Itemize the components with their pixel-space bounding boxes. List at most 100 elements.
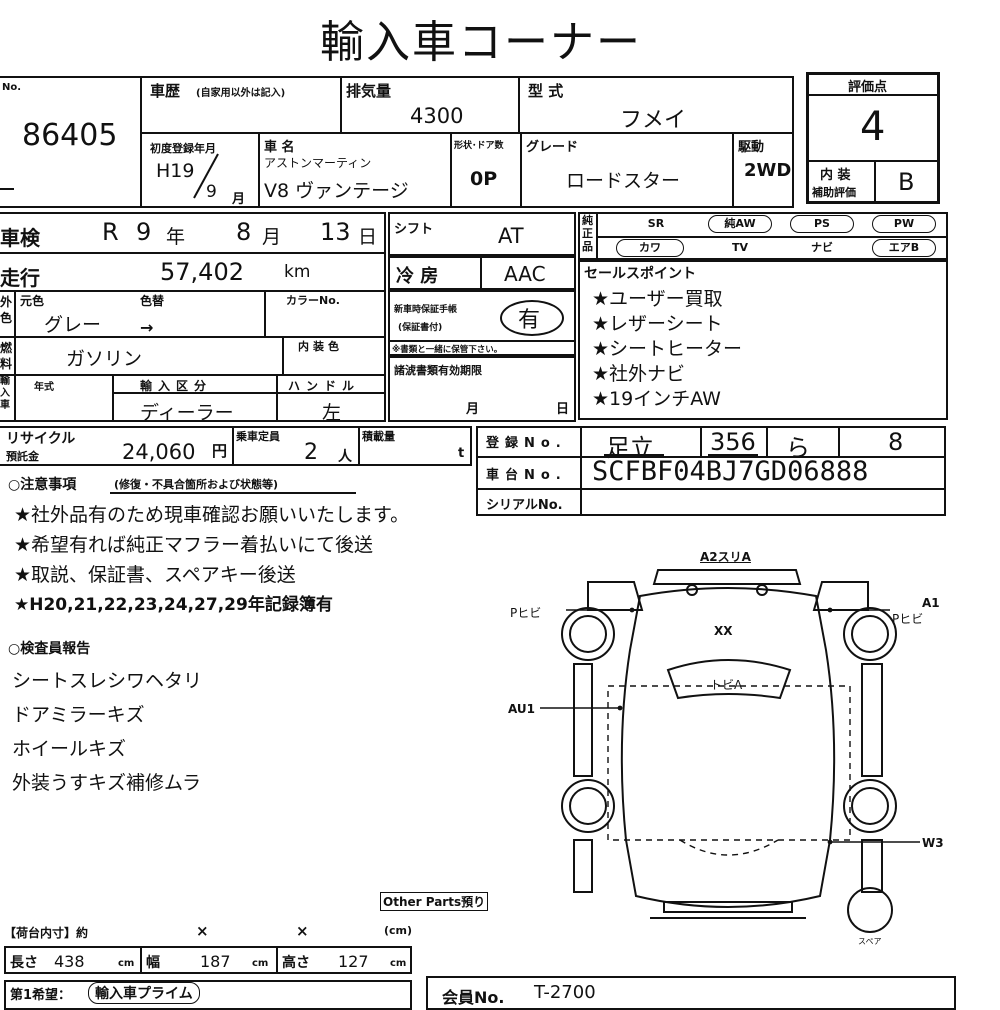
damage-label-a1: A1 bbox=[922, 596, 940, 610]
color-change-label: 色替 bbox=[140, 294, 165, 308]
import-side-label: 輸入車 bbox=[0, 376, 10, 411]
spare-label: スペア bbox=[858, 937, 882, 946]
registration-label: 登録No. bbox=[486, 436, 567, 451]
aircon-box bbox=[388, 256, 576, 290]
equipment-alloy-wheel: 純AW bbox=[708, 215, 772, 233]
equipment-sr: SR bbox=[647, 217, 665, 230]
cargo-unit: (cm) bbox=[384, 924, 413, 937]
inspector-item-3: ホイールキズ bbox=[12, 738, 127, 760]
length-value: 438 bbox=[54, 952, 85, 971]
selling-points-label: セールスポイント bbox=[584, 266, 696, 282]
first-reg-year: H19 bbox=[156, 160, 195, 182]
interior-score-sublabel: 補助評価 bbox=[812, 186, 856, 199]
notes-label: ○注意事項 bbox=[8, 477, 77, 493]
car-damage-diagram bbox=[540, 569, 920, 933]
damage-label-au1: AU1 bbox=[508, 702, 536, 716]
damage-label-xx: XX bbox=[714, 624, 733, 638]
selling-point-5: ★19インチAW bbox=[592, 388, 721, 410]
score-label: 評価点 bbox=[848, 80, 888, 95]
shift-value: AT bbox=[498, 224, 524, 248]
recycle-value: 24,060 bbox=[122, 440, 196, 464]
cargo-label: 【荷台内寸】約 bbox=[4, 926, 89, 940]
inspection-year-unit: 年 bbox=[166, 226, 186, 248]
member-label: 会員No. bbox=[442, 988, 505, 1007]
selling-point-3: ★シートヒーター bbox=[592, 338, 743, 360]
inspector-item-2: ドアミラーキズ bbox=[12, 704, 145, 726]
width-label: 幅 bbox=[146, 955, 160, 971]
selling-point-4: ★社外ナビ bbox=[592, 363, 686, 385]
manual-value: 有 bbox=[518, 308, 541, 333]
first-reg-label: 初度登録年月 bbox=[150, 142, 216, 155]
registration-box bbox=[476, 426, 946, 516]
model-value: フメイ bbox=[620, 108, 687, 133]
score-box bbox=[806, 72, 940, 204]
capacity-label: 乗車定員 bbox=[236, 430, 280, 443]
color-orig-label: 元色 bbox=[20, 294, 45, 308]
color-arrow: → bbox=[140, 318, 154, 337]
equipment-airbag: エアB bbox=[872, 239, 936, 257]
equipment-power-steering: PS bbox=[790, 215, 854, 233]
mileage-unit: km bbox=[284, 262, 311, 282]
first-reg-month: 9 bbox=[206, 182, 217, 202]
import-type-value: ディーラー bbox=[140, 402, 234, 424]
first-reg-month-unit: 月 bbox=[232, 192, 246, 207]
inspector-item-1: シートスレシワヘタリ bbox=[12, 670, 203, 692]
inspection-month-unit: 月 bbox=[262, 226, 282, 248]
fuel-side-label: 燃料 bbox=[0, 341, 13, 371]
note-1: ★社外品有のため現車確認お願いいたします。 bbox=[14, 504, 410, 526]
mileage-value: 57,402 bbox=[160, 258, 244, 286]
doors-label: 形状･ドア数 bbox=[454, 141, 504, 151]
equipment-label: 純正品 bbox=[582, 214, 593, 253]
manual-sublabel: (保証書付) bbox=[398, 323, 443, 333]
drive-value: 2WD bbox=[744, 160, 792, 181]
header-grid bbox=[140, 76, 794, 208]
equipment-power-window: PW bbox=[872, 215, 936, 233]
other-parts-label: Other Parts預り bbox=[380, 892, 489, 911]
page-title: 輸入車コーナー bbox=[320, 17, 642, 68]
color-code-label: カラーNo. bbox=[286, 294, 340, 307]
aircon-value: AAC bbox=[504, 262, 546, 286]
length-unit: cm bbox=[118, 958, 135, 969]
history-label: 車歴 bbox=[150, 82, 181, 100]
width-unit: cm bbox=[252, 958, 269, 969]
note-2: ★希望有れば純正マフラー着払いにて後送 bbox=[14, 534, 374, 556]
color-side-label: 外色 bbox=[0, 295, 13, 325]
registration-number: 8 bbox=[888, 428, 904, 456]
manual-value-ring bbox=[500, 300, 564, 336]
manual-box bbox=[388, 290, 576, 356]
import-handle-label: ハンドル bbox=[288, 379, 361, 393]
manual-note: ※書類と一緒に保管下さい。 bbox=[392, 345, 503, 355]
damage-label-tobi: トビA bbox=[710, 678, 743, 692]
damage-label-p-left: Pヒビ bbox=[510, 606, 542, 620]
lot-label: No. bbox=[2, 82, 22, 93]
docs-expiry-month-unit: 月 bbox=[466, 402, 480, 417]
equipment-navi: ナビ bbox=[811, 241, 833, 254]
car-maker: アストンマーティン bbox=[264, 156, 372, 170]
drive-label: 駆動 bbox=[738, 140, 765, 155]
recycle-box bbox=[0, 426, 472, 466]
recycle-label: リサイクル bbox=[6, 431, 76, 447]
member-value: T-2700 bbox=[534, 982, 596, 1003]
dims-box bbox=[4, 946, 412, 974]
docs-expiry-box bbox=[388, 356, 576, 422]
displacement-value: 4300 bbox=[410, 104, 464, 128]
note-3: ★取説、保証書、スペアキー後送 bbox=[14, 564, 296, 586]
doors-value: 0P bbox=[470, 168, 498, 190]
serial-label: シリアルNo. bbox=[486, 498, 563, 513]
selling-point-2: ★レザーシート bbox=[592, 313, 723, 335]
notes-sublabel: (修復・不具合箇所および状態等) bbox=[114, 478, 279, 491]
damage-label-p-right: Pヒビ bbox=[892, 612, 924, 626]
shift-box bbox=[388, 212, 576, 256]
height-label: 高さ bbox=[282, 955, 310, 971]
displacement-label: 排気量 bbox=[346, 82, 392, 100]
slash-divider bbox=[193, 153, 219, 199]
car-name-value: V8 ヴァンテージ bbox=[264, 180, 409, 202]
color-value: グレー bbox=[44, 314, 102, 336]
mileage-label: 走行 bbox=[0, 266, 40, 290]
fuel-value: ガソリン bbox=[66, 348, 143, 370]
height-value: 127 bbox=[338, 952, 369, 971]
damage-label-w3: W3 bbox=[922, 836, 944, 850]
chassis-value: SCFBF04BJ7GD06888 bbox=[592, 456, 869, 487]
import-handle-value: 左 bbox=[322, 402, 342, 424]
import-year-label: 年式 bbox=[34, 382, 54, 393]
